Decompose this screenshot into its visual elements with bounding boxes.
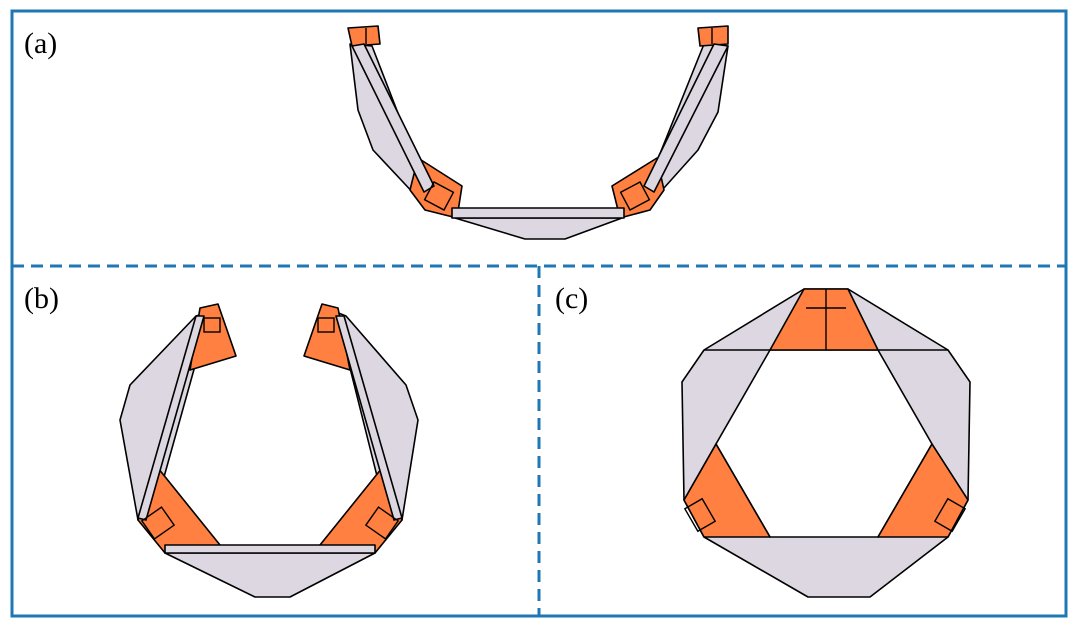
panel-b-bottom-panel bbox=[164, 552, 376, 598]
panel-label-c: (c) bbox=[555, 282, 588, 315]
panel-a-left-tip bbox=[347, 25, 381, 47]
panel-c-right-block bbox=[933, 497, 967, 533]
panel-label-a: (a) bbox=[24, 27, 57, 60]
panel-a-bottom-panel bbox=[454, 217, 623, 240]
panel-a-left-rod bbox=[351, 43, 435, 193]
panel-a-right-tip bbox=[697, 25, 729, 47]
panel-a-left-block bbox=[423, 181, 455, 211]
panel-c-shape bbox=[681, 288, 971, 598]
panel-b-shape bbox=[119, 303, 419, 598]
panel-a-right-block bbox=[619, 181, 651, 211]
panel-b-left-block bbox=[140, 506, 176, 540]
panel-c-left-block bbox=[683, 497, 717, 533]
panel-a-shape bbox=[347, 25, 729, 240]
panel-label-b: (b) bbox=[24, 282, 59, 315]
panel-a-bottom-rod bbox=[451, 207, 625, 219]
panel-b-right-tip-block bbox=[317, 317, 335, 333]
panel-b-right-block bbox=[364, 506, 400, 540]
panel-a-right-rod bbox=[643, 43, 729, 193]
panel-b-left-tip-block bbox=[203, 317, 221, 333]
panel-b-left-rod bbox=[137, 315, 205, 521]
panel-b-bottom-rod bbox=[164, 544, 376, 554]
panel-c-right-edge-b bbox=[931, 443, 969, 501]
panel-c-left-edge-b bbox=[683, 443, 717, 501]
panel-b-right-rod bbox=[335, 315, 403, 521]
